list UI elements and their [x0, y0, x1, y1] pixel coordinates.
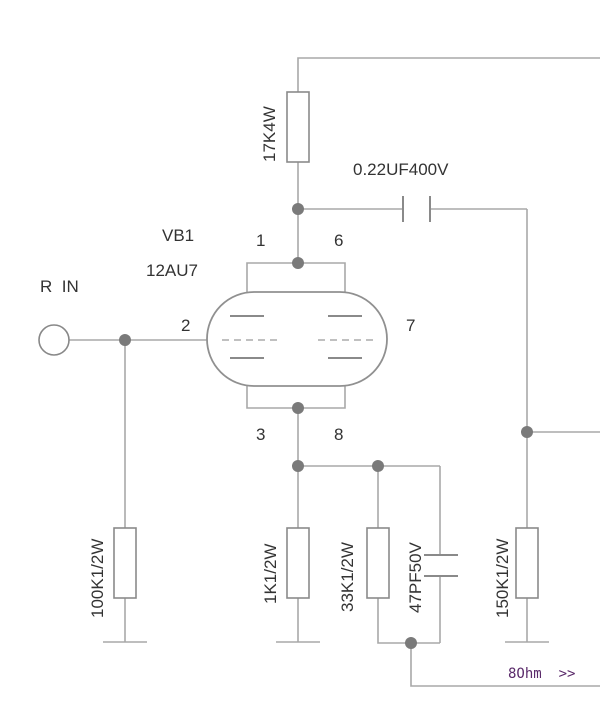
- plate-resistor-body: [286, 91, 310, 163]
- coupling-capacitor-symbol: [402, 196, 431, 222]
- pin-8-label: 8: [334, 425, 343, 444]
- cathode-capacitor-symbol: [424, 554, 458, 577]
- pin-1-label: 1: [256, 231, 265, 250]
- grid-resistor-label: 100K1/2W: [88, 539, 107, 618]
- input-jack: [38, 324, 70, 356]
- cathode-resistor2-label: 33K1/2W: [338, 542, 357, 612]
- tube-type-label: 12AU7: [146, 261, 198, 280]
- pin-6-label: 6: [334, 231, 343, 250]
- pin-7-label: 7: [406, 316, 415, 335]
- cathode-cap-label: 47PF50V: [406, 541, 425, 613]
- pin-2-label: 2: [181, 316, 190, 335]
- cathode-resistor-label: 1K1/2W: [261, 544, 280, 604]
- tube-ref-label: VB1: [162, 226, 194, 245]
- output-resistor-label: 150K1/2W: [493, 539, 512, 618]
- coupling-cap-label: 0.22UF400V: [353, 160, 449, 179]
- tube-12au7: [206, 291, 388, 387]
- tube-envelope: [206, 291, 388, 387]
- pin-3-label: 3: [256, 425, 265, 444]
- output-resistor-body: [515, 527, 539, 599]
- cathode-resistor2-body: [366, 527, 390, 599]
- input-label: R IN: [40, 277, 79, 296]
- grid-resistor-body: [113, 527, 137, 599]
- plate-resistor-label: 17K4W: [260, 106, 279, 162]
- junction-dots: [119, 203, 533, 649]
- cathode-resistor-body: [286, 527, 310, 599]
- output-label: 8Ohm >>: [508, 666, 575, 682]
- wires: [69, 57, 600, 687]
